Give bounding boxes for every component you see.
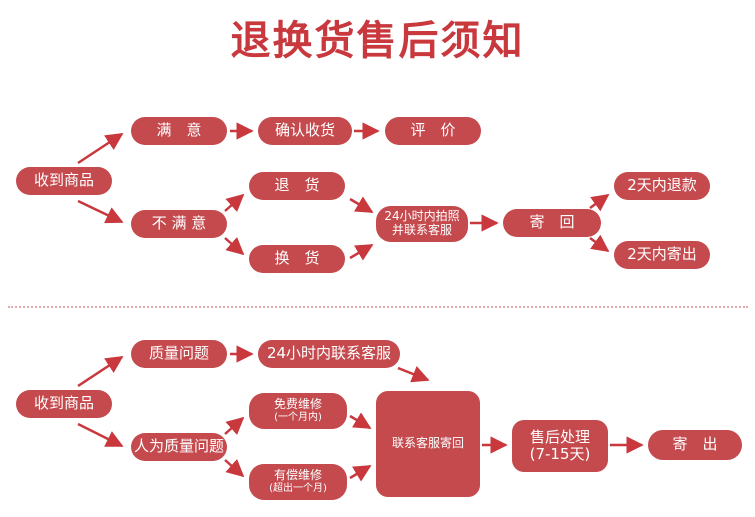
node-contact-24h: 24小时内联系客服 bbox=[258, 340, 400, 368]
arrow-contact24-contact-return bbox=[397, 366, 430, 383]
node-return: 退 货 bbox=[249, 172, 345, 200]
node-received-1: 收到商品 bbox=[16, 167, 112, 195]
arrow-mailback-resend bbox=[589, 234, 610, 253]
node-photo-contact-line1: 24小时内拍照 bbox=[384, 209, 460, 224]
node-after-sale: 售后处理 (7-15天) bbox=[512, 420, 608, 472]
arrow-unsatisfied-return bbox=[224, 193, 245, 213]
node-contact-return: 联系客服寄回 bbox=[376, 391, 480, 497]
arrow-received-human bbox=[77, 422, 124, 448]
node-mail-back: 寄 回 bbox=[503, 209, 601, 237]
node-review: 评 价 bbox=[385, 117, 481, 145]
node-exchange: 换 货 bbox=[249, 245, 345, 273]
node-free-repair: 免费维修 (一个月内) bbox=[249, 393, 347, 429]
arrow-return-photo bbox=[349, 196, 374, 214]
node-human-issue: 人为质量问题 bbox=[131, 433, 227, 461]
node-paid-repair: 有偿维修 (超出一个月) bbox=[249, 464, 347, 500]
node-photo-contact-line2: 并联系客服 bbox=[391, 223, 452, 237]
node-confirm-receipt: 确认收货 bbox=[258, 117, 352, 145]
node-satisfied: 满 意 bbox=[131, 117, 227, 145]
arrow-received-unsatisfied bbox=[77, 199, 124, 224]
node-resend: 2天内寄出 bbox=[614, 241, 710, 269]
arrow-mailback-refund bbox=[589, 193, 610, 212]
arrow-unsatisfied-exchange bbox=[224, 236, 245, 256]
node-ship: 寄 出 bbox=[648, 430, 742, 460]
arrow-free-contact-return bbox=[349, 412, 372, 430]
node-received-2: 收到商品 bbox=[16, 390, 112, 418]
arrow-human-paid bbox=[224, 458, 245, 478]
arrow-human-free bbox=[224, 416, 245, 436]
node-photo-contact: 24小时内拍照 并联系客服 bbox=[376, 206, 468, 242]
arrow-exchange-photo bbox=[349, 243, 374, 261]
node-refund: 2天内退款 bbox=[614, 172, 710, 200]
arrow-received-satisfied bbox=[77, 132, 124, 165]
arrow-received-quality bbox=[77, 355, 124, 388]
section-divider bbox=[8, 306, 748, 308]
page-title: 退换货售后须知 bbox=[230, 18, 525, 64]
node-quality-issue: 质量问题 bbox=[131, 340, 227, 368]
node-unsatisfied: 不 满 意 bbox=[131, 210, 227, 238]
arrow-paid-contact-return bbox=[349, 464, 372, 482]
